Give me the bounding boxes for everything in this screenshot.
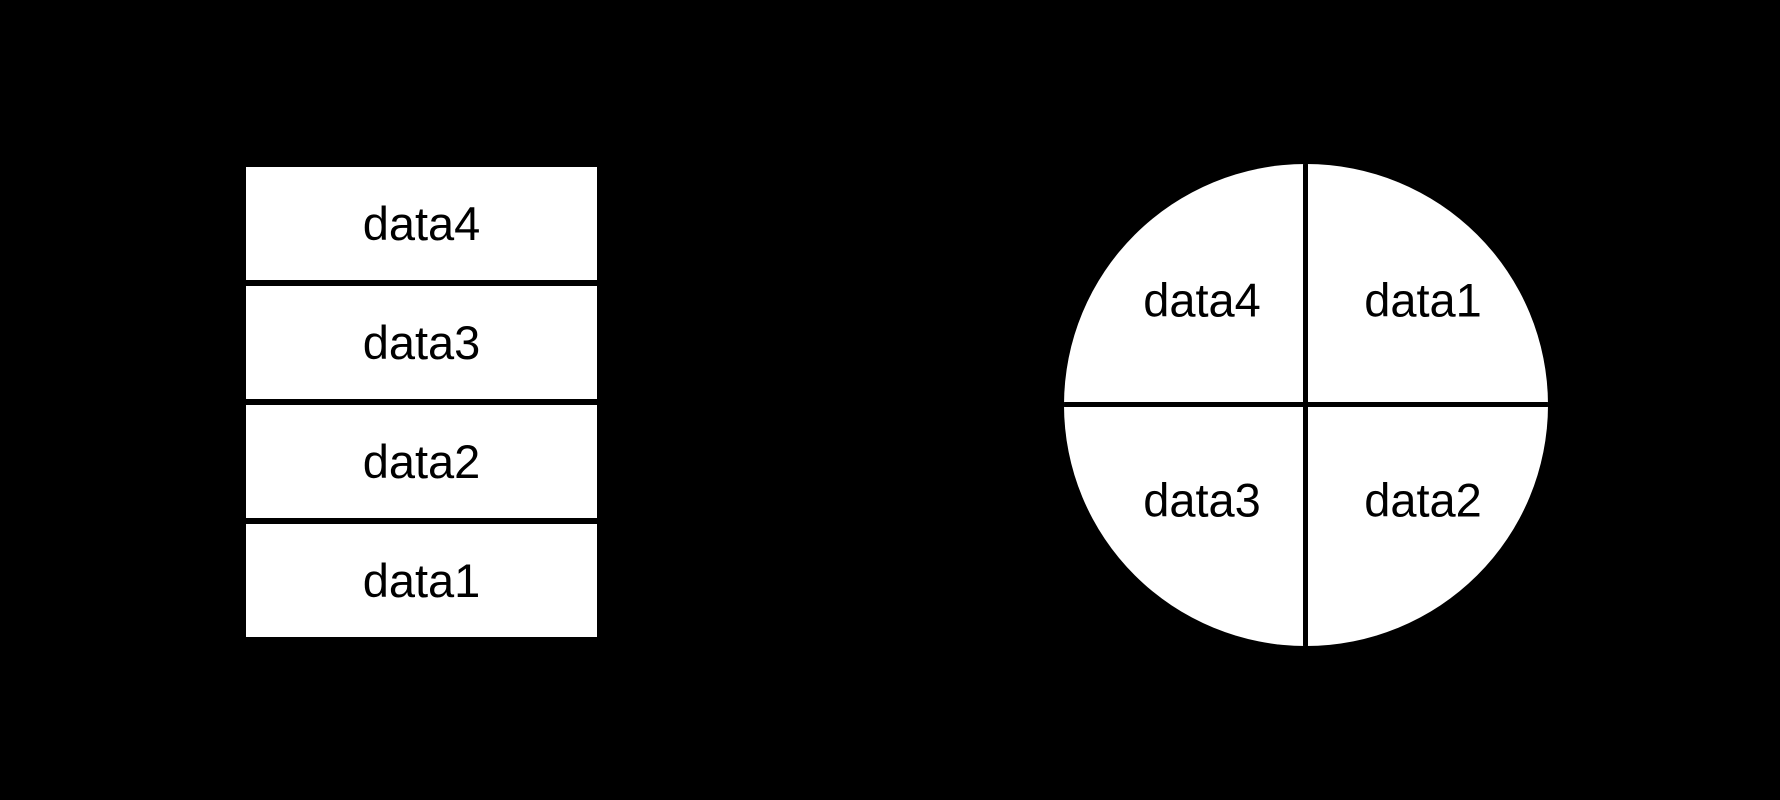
horizontal-divider-line: [1064, 402, 1548, 407]
stack-item-label: data3: [362, 316, 481, 369]
stack-item: data3: [243, 283, 600, 402]
stack-item: data1: [243, 521, 600, 640]
quadrant-label: data1: [1364, 273, 1482, 327]
stack-item: data2: [243, 402, 600, 521]
quadrant-label: data2: [1364, 473, 1482, 527]
circular-buffer-diagram: data4 data1 data3 data2: [1064, 164, 1548, 646]
stack-item-label: data2: [362, 435, 481, 488]
stack-item-label: data4: [362, 197, 481, 250]
stack-diagram: data4 data3 data2 data1: [243, 164, 600, 640]
quadrant-label: data3: [1143, 473, 1261, 527]
quadrant-label: data4: [1143, 273, 1261, 327]
stack-item: data4: [243, 164, 600, 283]
stack-item-label: data1: [362, 554, 481, 607]
